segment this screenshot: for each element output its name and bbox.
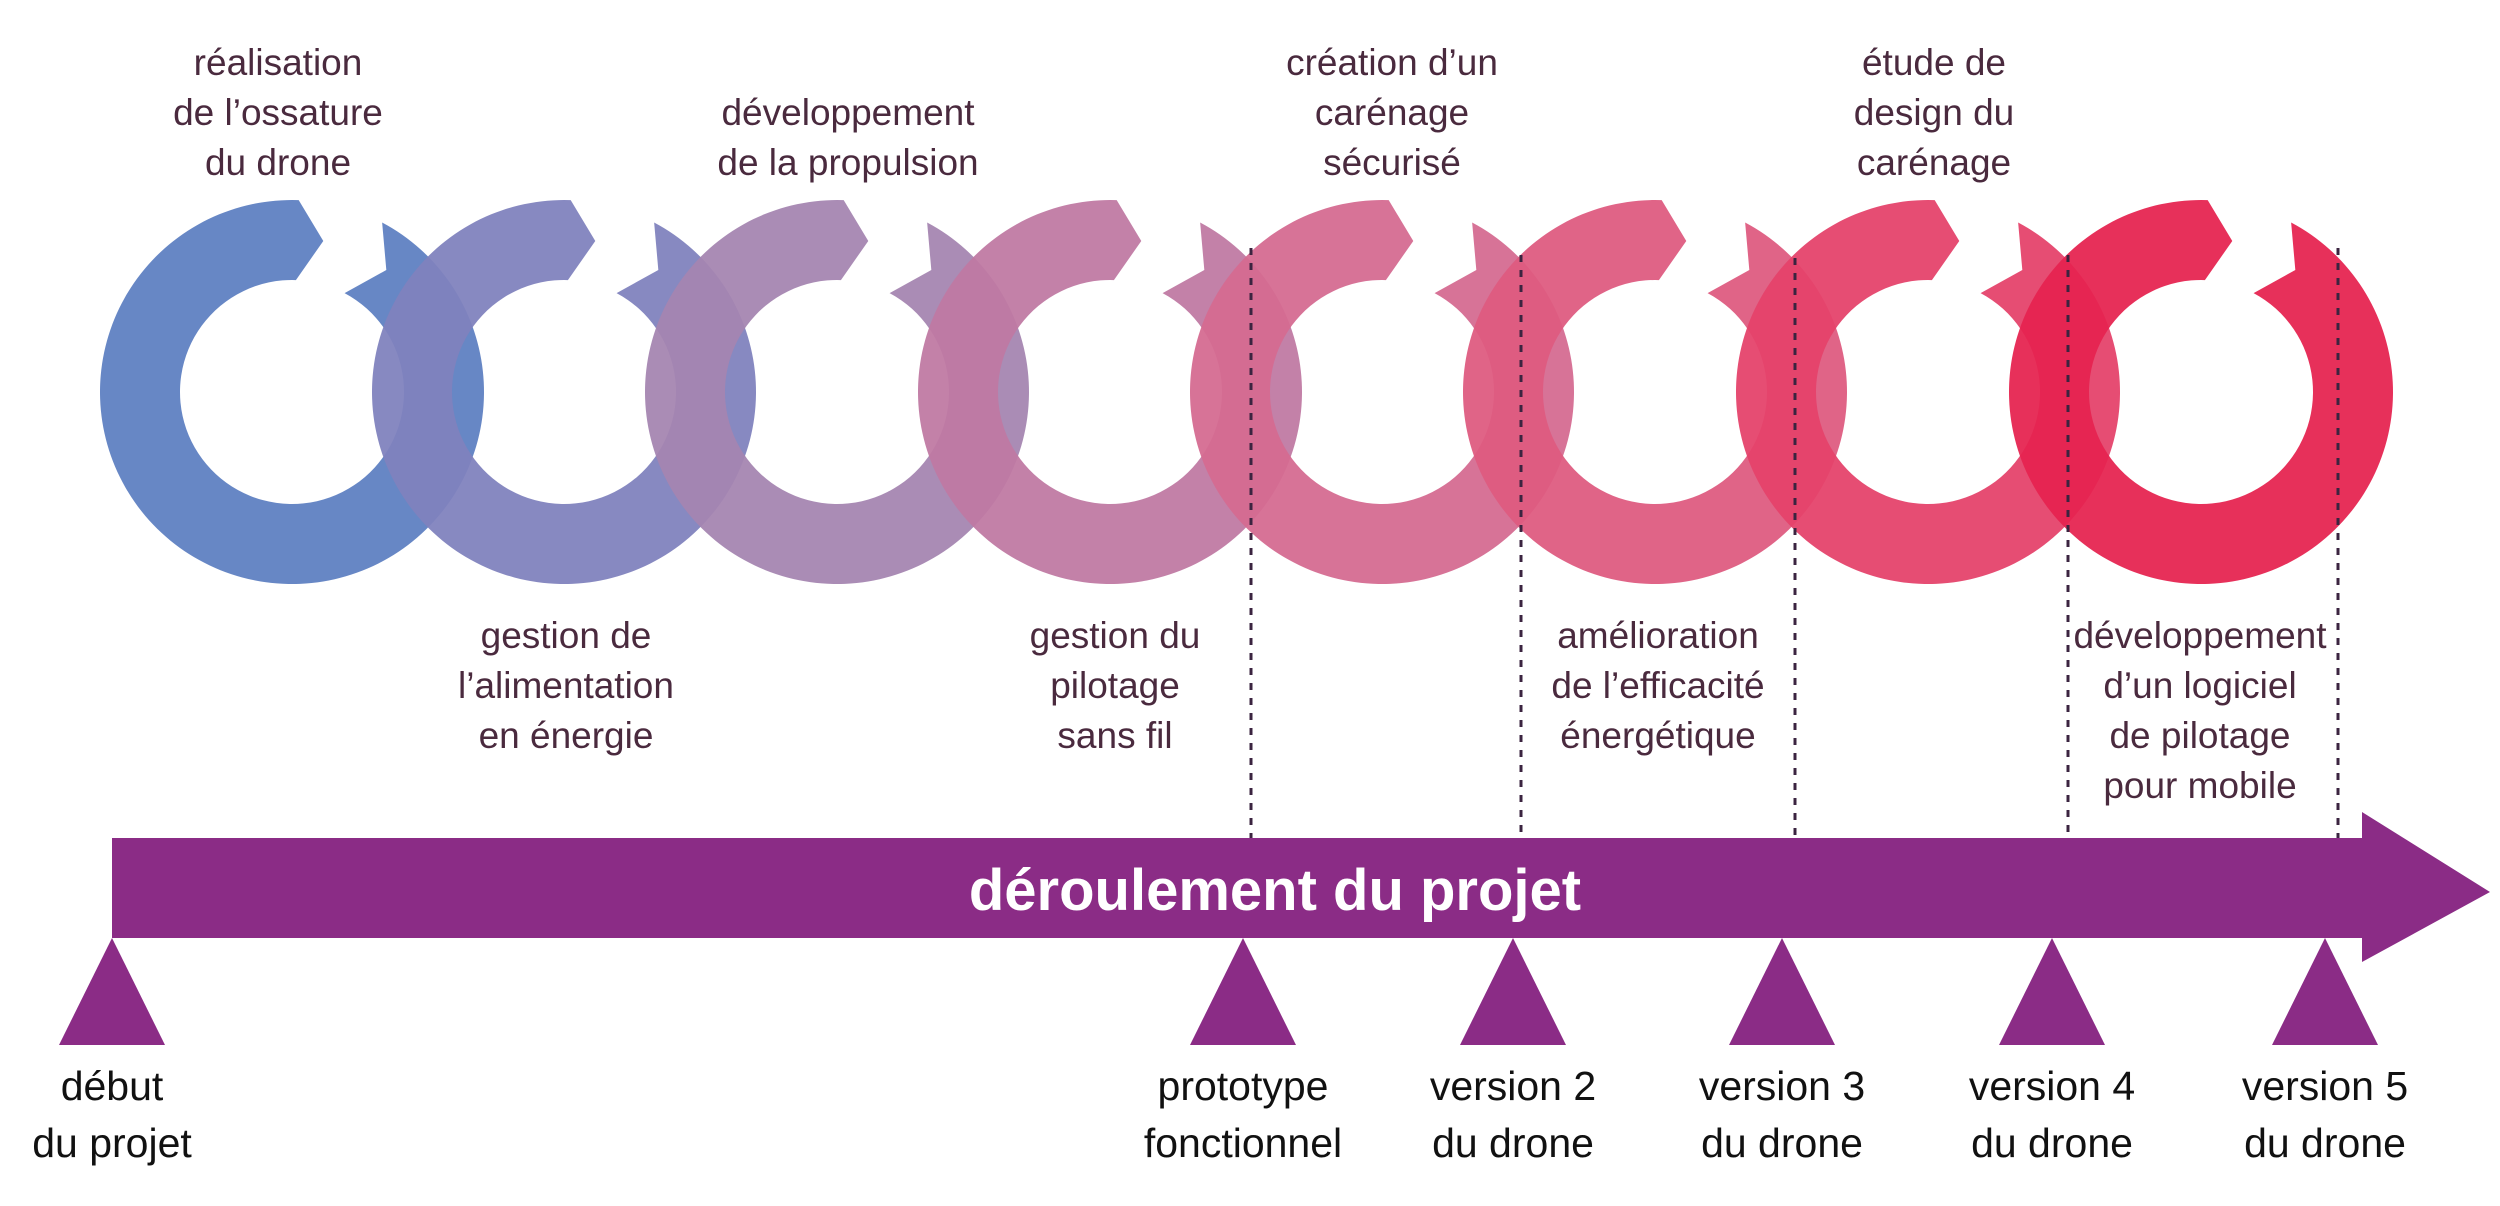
milestones: début du projet prototype fonctionnel versio… — [32, 938, 2408, 1166]
milestone-marker-5 — [1999, 938, 2105, 1045]
milestone-label-1-line-1: début — [61, 1063, 164, 1109]
milestone-marker-3 — [1460, 938, 1566, 1045]
stage-label-3: développement de la propulsion — [717, 92, 978, 183]
stage-label-1-line-2: de l’ossature — [173, 92, 383, 133]
stage-ring-5 — [1190, 200, 1574, 584]
version-guide-lines — [1249, 248, 2340, 838]
stage-ring-7 — [1736, 199, 2121, 584]
milestone-label-6-line-2: du drone — [2244, 1120, 2406, 1166]
stage-label-4-line-1: gestion du — [1030, 615, 1201, 656]
stage-label-4: gestion du pilotage sans fil — [1030, 615, 1201, 756]
stage-label-5-line-1: création d’un — [1286, 42, 1498, 83]
stage-rings — [100, 199, 2393, 585]
stage-label-8-line-1: développement — [2073, 615, 2327, 656]
stage-ring-6 — [1463, 199, 1848, 584]
stage-label-6-line-1: amélioration — [1557, 615, 1759, 656]
milestone-label-5-line-1: version 4 — [1969, 1063, 2135, 1109]
milestone-label-4-line-2: du drone — [1701, 1120, 1863, 1166]
stage-label-1: réalisation de l’ossature du drone — [173, 42, 383, 183]
stage-label-8: développement d’un logiciel de pilotage pou… — [2073, 615, 2327, 806]
stage-ring-8 — [2008, 200, 2393, 585]
timeline-label: déroulement du projet — [969, 858, 1581, 923]
stage-label-8-line-2: d’un logiciel — [2103, 665, 2296, 706]
stage-ring-3 — [645, 200, 1030, 584]
stage-label-1-line-3: du drone — [205, 142, 351, 183]
stage-label-5-line-2: carénage — [1315, 92, 1469, 133]
milestone-label-3-line-2: du drone — [1432, 1120, 1594, 1166]
milestone-label-4-line-1: version 3 — [1699, 1063, 1865, 1109]
stage-label-7-line-1: étude de — [1862, 42, 2006, 83]
stage-label-5-line-3: sécurisé — [1323, 142, 1461, 183]
milestone-marker-1 — [59, 938, 165, 1045]
stage-label-7-line-2: design du — [1854, 92, 2014, 133]
stage-label-2-line-1: gestion de — [481, 615, 652, 656]
stage-ring-4 — [918, 200, 1302, 584]
milestone-label-4: version 3 du drone — [1699, 1063, 1865, 1166]
stage-label-8-line-3: de pilotage — [2109, 715, 2290, 756]
milestone-label-5-line-2: du drone — [1971, 1120, 2133, 1166]
milestone-label-6-line-1: version 5 — [2242, 1063, 2408, 1109]
stage-label-6-line-2: de l’efficacité — [1551, 665, 1764, 706]
milestone-label-2-line-1: prototype — [1158, 1063, 1329, 1109]
stage-label-2-line-2: l’alimentation — [458, 665, 674, 706]
stage-label-3-line-1: développement — [721, 92, 975, 133]
milestone-label-3-line-1: version 2 — [1430, 1063, 1596, 1109]
stage-label-6: amélioration de l’efficacité énergétique — [1551, 615, 1764, 756]
milestone-label-2: prototype fonctionnel — [1144, 1063, 1342, 1166]
stage-label-7: étude de design du carénage — [1854, 42, 2014, 183]
milestone-label-1-line-2: du projet — [32, 1120, 192, 1166]
stage-label-8-line-4: pour mobile — [2103, 765, 2296, 806]
milestone-label-5: version 4 du drone — [1969, 1063, 2135, 1166]
stage-label-4-line-2: pilotage — [1050, 665, 1180, 706]
stage-label-2-line-3: en énergie — [479, 715, 654, 756]
stage-label-3-line-2: de la propulsion — [717, 142, 978, 183]
milestone-label-3: version 2 du drone — [1430, 1063, 1596, 1166]
milestone-marker-4 — [1729, 938, 1835, 1045]
stage-label-7-line-3: carénage — [1857, 142, 2011, 183]
stage-label-1-line-1: réalisation — [194, 42, 363, 83]
timeline-arrow: déroulement du projet — [112, 812, 2490, 962]
stage-label-2: gestion de l’alimentation en énergie — [458, 615, 674, 756]
timeline-arrow-body — [112, 812, 2490, 962]
milestone-label-6: version 5 du drone — [2242, 1063, 2408, 1166]
stage-label-4-line-3: sans fil — [1057, 715, 1172, 756]
stage-label-6-line-3: énergétique — [1560, 715, 1755, 756]
milestone-label-2-line-2: fonctionnel — [1144, 1120, 1342, 1166]
stage-ring-1 — [100, 199, 484, 585]
milestone-marker-6 — [2272, 938, 2378, 1045]
milestone-label-1: début du projet — [32, 1063, 192, 1166]
stage-labels: réalisation de l’ossature du drone gestion … — [173, 42, 2327, 806]
stage-label-5: création d’un carénage sécurisé — [1286, 42, 1498, 183]
milestone-marker-2 — [1190, 938, 1296, 1045]
stage-ring-2 — [372, 200, 757, 584]
